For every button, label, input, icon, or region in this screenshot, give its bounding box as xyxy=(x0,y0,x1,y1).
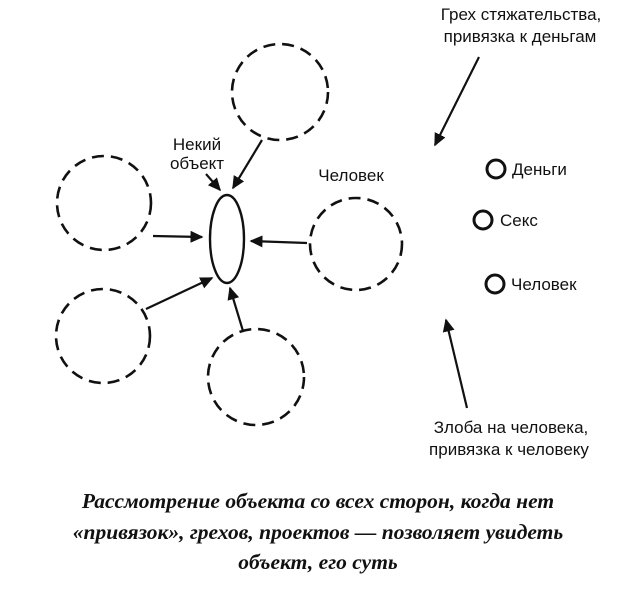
caption-line2: «привязок», грехов, проектов — позволяет… xyxy=(72,519,564,544)
bottom-annotation-line2: привязка к человеку xyxy=(429,440,589,459)
arrow-top-to-object xyxy=(232,139,263,190)
person-circle-label: Человек xyxy=(318,166,384,185)
arrow-left-upper-to-object xyxy=(152,230,204,243)
legend-label-sex: Секс xyxy=(500,211,538,230)
object-ellipse xyxy=(208,193,246,285)
arrow-label-to-object xyxy=(205,173,221,192)
legend-circle-money xyxy=(485,158,507,180)
object-label-line1: Некий xyxy=(173,135,221,154)
legend-circle-sex xyxy=(472,209,494,231)
dashed-circle-left-upper xyxy=(55,154,153,252)
object-label-line2: объект xyxy=(170,154,224,173)
dashed-circle-person xyxy=(308,196,404,292)
dashed-circle-bottom xyxy=(206,327,306,427)
dashed-circle-top xyxy=(230,42,330,142)
caption: Рассмотрение объекта со всех сторон, ког… xyxy=(0,478,636,578)
arrow-bottom-to-object xyxy=(227,286,245,332)
arrow-bottom-annotation xyxy=(442,318,469,409)
diagram-canvas: Некий объект Человек Деньги Секс Человек… xyxy=(54,5,602,459)
top-annotation-line2: привязка к деньгам xyxy=(444,27,597,46)
bottom-annotation-line1: Злоба на человека, xyxy=(434,418,589,437)
legend-label-money: Деньги xyxy=(512,160,567,179)
dashed-circle-left-lower xyxy=(54,287,152,385)
caption-line3: объект, его суть xyxy=(238,550,398,575)
legend-circle-person xyxy=(484,273,506,295)
arrow-left-lower-to-object xyxy=(145,277,214,310)
legend-label-person: Человек xyxy=(511,275,577,294)
arrow-top-annotation xyxy=(434,56,480,147)
top-annotation-line1: Грех стяжательства, xyxy=(441,5,602,24)
arrow-person-to-object xyxy=(249,235,308,248)
caption-line1: Рассмотрение объекта со всех сторон, ког… xyxy=(81,489,555,513)
